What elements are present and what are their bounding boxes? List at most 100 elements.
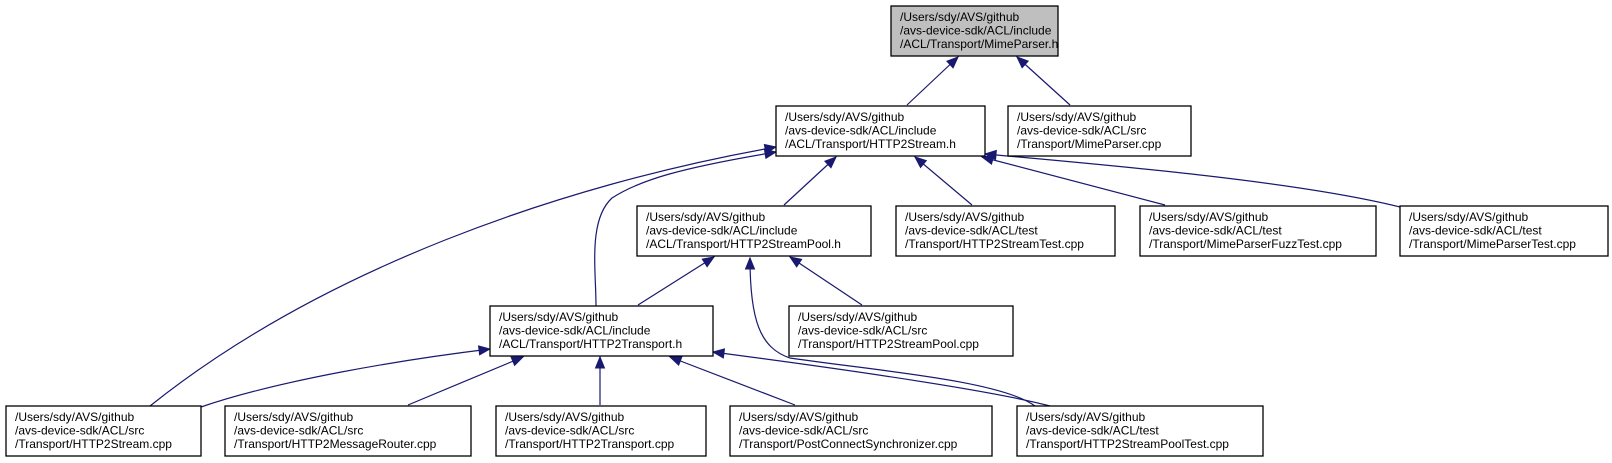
node-label-line: /Users/sdy/AVS/github bbox=[505, 410, 624, 424]
node-label-line: /avs-device-sdk/ACL/src bbox=[798, 324, 927, 338]
node-label-line: /avs-device-sdk/ACL/test bbox=[1409, 224, 1542, 238]
node-label-line: /Users/sdy/AVS/github bbox=[739, 410, 858, 424]
edge-line bbox=[749, 257, 1036, 407]
edge-line bbox=[407, 356, 524, 406]
node-label-line: /Transport/MimeParserTest.cpp bbox=[1409, 237, 1576, 251]
edge-line bbox=[789, 256, 863, 306]
edge-http2transport_h-to-postconnectsynchronizer_cpp bbox=[668, 356, 796, 406]
node-mimeparser-cpp[interactable]: /Users/sdy/AVS/github/avs-device-sdk/ACL… bbox=[1007, 105, 1192, 157]
edge-line bbox=[712, 351, 1051, 407]
edge-line bbox=[783, 156, 837, 206]
edge-arrowhead bbox=[823, 156, 837, 169]
node-http2stream-cpp[interactable]: /Users/sdy/AVS/github/avs-device-sdk/ACL… bbox=[5, 405, 202, 457]
node-box bbox=[895, 205, 1116, 257]
node-label-line: /avs-device-sdk/ACL/src bbox=[1017, 124, 1146, 138]
node-box bbox=[1007, 105, 1192, 157]
node-label-line: /avs-device-sdk/ACL/src bbox=[505, 424, 634, 438]
node-label-line: /avs-device-sdk/ACL/test bbox=[1026, 424, 1159, 438]
node-label-line: /Transport/MimeParser.cpp bbox=[1017, 137, 1162, 151]
node-box bbox=[788, 305, 1014, 357]
node-label-line: /Users/sdy/AVS/github bbox=[785, 110, 904, 124]
node-mimeparsertest-cpp[interactable]: /Users/sdy/AVS/github/avs-device-sdk/ACL… bbox=[1399, 205, 1609, 257]
edge-arrowhead bbox=[744, 256, 756, 270]
node-label-line: /ACL/Transport/HTTP2Stream.h bbox=[785, 137, 956, 151]
edge-http2transport_h-to-http2streampooltest_cpp bbox=[711, 348, 1051, 407]
node-http2streampool-h[interactable]: /Users/sdy/AVS/github/avs-device-sdk/ACL… bbox=[636, 205, 872, 257]
node-box bbox=[224, 405, 472, 457]
node-label-line: /Transport/HTTP2Transport.cpp bbox=[505, 437, 674, 451]
node-label-line: /ACL/Transport/MimeParser.h bbox=[900, 37, 1058, 51]
node-label-line: /Transport/MimeParserFuzzTest.cpp bbox=[1149, 237, 1342, 251]
edge-arrowhead bbox=[594, 355, 606, 369]
edge-arrowhead bbox=[510, 356, 525, 367]
node-mimeparser-h[interactable]: /Users/sdy/AVS/github/avs-device-sdk/ACL… bbox=[890, 5, 1059, 57]
node-label-line: /avs-device-sdk/ACL/include bbox=[499, 324, 651, 338]
edge-arrowhead bbox=[983, 149, 997, 161]
edge-http2transport_h-to-http2messagerouter_cpp bbox=[407, 356, 525, 406]
node-box bbox=[775, 105, 986, 157]
node-label-line: /Users/sdy/AVS/github bbox=[1149, 210, 1268, 224]
node-label-line: /ACL/Transport/HTTP2StreamPool.h bbox=[646, 237, 841, 251]
edge-http2stream_h-to-http2streamtest_cpp bbox=[913, 156, 973, 206]
node-box bbox=[890, 5, 1059, 57]
node-label-line: /Users/sdy/AVS/github bbox=[905, 210, 1024, 224]
edge-mimeparser_h-to-http2stream_h bbox=[906, 56, 959, 106]
node-box bbox=[1399, 205, 1609, 257]
node-label-line: /Users/sdy/AVS/github bbox=[646, 210, 765, 224]
edge-line bbox=[1016, 56, 1071, 106]
edge-http2streampool_h-to-http2transport_h bbox=[637, 256, 716, 306]
edge-http2transport_h-to-http2stream_cpp bbox=[200, 345, 492, 408]
node-label-line: /Transport/HTTP2StreamPoolTest.cpp bbox=[1026, 437, 1229, 451]
node-label-line: /Transport/HTTP2MessageRouter.cpp bbox=[234, 437, 437, 451]
node-postconnectsynchronizer-cpp[interactable]: /Users/sdy/AVS/github/avs-device-sdk/ACL… bbox=[729, 405, 993, 457]
node-label-line: /avs-device-sdk/ACL/src bbox=[739, 424, 868, 438]
graph-nodes: /Users/sdy/AVS/github/avs-device-sdk/ACL… bbox=[5, 5, 1609, 457]
node-box bbox=[1139, 205, 1377, 257]
node-http2streamtest-cpp[interactable]: /Users/sdy/AVS/github/avs-device-sdk/ACL… bbox=[895, 205, 1116, 257]
edge-arrowhead bbox=[1016, 56, 1030, 69]
node-label-line: /Transport/PostConnectSynchronizer.cpp bbox=[739, 437, 958, 451]
node-http2streampooltest-cpp[interactable]: /Users/sdy/AVS/github/avs-device-sdk/ACL… bbox=[1016, 405, 1264, 457]
node-label-line: /Users/sdy/AVS/github bbox=[234, 410, 353, 424]
edge-arrowhead bbox=[980, 154, 995, 165]
edge-arrowhead bbox=[946, 56, 959, 69]
node-label-line: /Transport/HTTP2Stream.cpp bbox=[15, 437, 172, 451]
node-http2messagerouter-cpp[interactable]: /Users/sdy/AVS/github/avs-device-sdk/ACL… bbox=[224, 405, 472, 457]
node-label-line: /Users/sdy/AVS/github bbox=[15, 410, 134, 424]
edge-line bbox=[637, 256, 715, 306]
edge-arrowhead bbox=[788, 256, 803, 268]
edge-http2streampool_h-to-http2streampool_cpp bbox=[788, 256, 863, 306]
edge-http2stream_h-to-http2transport_h bbox=[594, 148, 778, 307]
node-label-line: /Users/sdy/AVS/github bbox=[1409, 210, 1528, 224]
node-label-line: /Users/sdy/AVS/github bbox=[798, 310, 917, 324]
node-label-line: /Transport/HTTP2StreamPool.cpp bbox=[798, 337, 979, 351]
edge-http2stream_h-to-mimeparserfuzztest_cpp bbox=[980, 154, 1166, 206]
edge-http2stream_h-to-mimeparsertest_cpp bbox=[983, 149, 1401, 208]
node-label-line: /avs-device-sdk/ACL/src bbox=[234, 424, 363, 438]
node-box bbox=[5, 405, 202, 457]
node-label-line: /Users/sdy/AVS/github bbox=[1017, 110, 1136, 124]
edge-line bbox=[914, 156, 973, 206]
node-label-line: /avs-device-sdk/ACL/src bbox=[15, 424, 144, 438]
edge-line bbox=[981, 156, 1166, 206]
edge-http2stream_h-to-http2stream_cpp bbox=[149, 143, 778, 407]
edge-arrowhead bbox=[913, 156, 928, 169]
node-label-line: /Users/sdy/AVS/github bbox=[900, 10, 1019, 24]
node-box bbox=[489, 305, 714, 357]
node-http2transport-cpp[interactable]: /Users/sdy/AVS/github/avs-device-sdk/ACL… bbox=[495, 405, 707, 457]
node-label-line: /avs-device-sdk/ACL/include bbox=[900, 24, 1052, 38]
node-http2stream-h[interactable]: /Users/sdy/AVS/github/avs-device-sdk/ACL… bbox=[775, 105, 986, 157]
node-box bbox=[636, 205, 872, 257]
edge-arrowhead bbox=[668, 356, 683, 367]
edge-line bbox=[200, 348, 491, 408]
edge-arrowhead bbox=[763, 148, 778, 160]
node-label-line: /Transport/HTTP2StreamTest.cpp bbox=[905, 237, 1084, 251]
node-http2transport-h[interactable]: /Users/sdy/AVS/github/avs-device-sdk/ACL… bbox=[489, 305, 714, 357]
edge-line bbox=[149, 146, 777, 407]
node-mimeparserfuzztest-cpp[interactable]: /Users/sdy/AVS/github/avs-device-sdk/ACL… bbox=[1139, 205, 1377, 257]
node-http2streampool-cpp[interactable]: /Users/sdy/AVS/github/avs-device-sdk/ACL… bbox=[788, 305, 1014, 357]
edge-line bbox=[984, 153, 1401, 208]
edge-http2stream_h-to-http2streampool_h bbox=[783, 156, 837, 206]
node-box bbox=[495, 405, 707, 457]
